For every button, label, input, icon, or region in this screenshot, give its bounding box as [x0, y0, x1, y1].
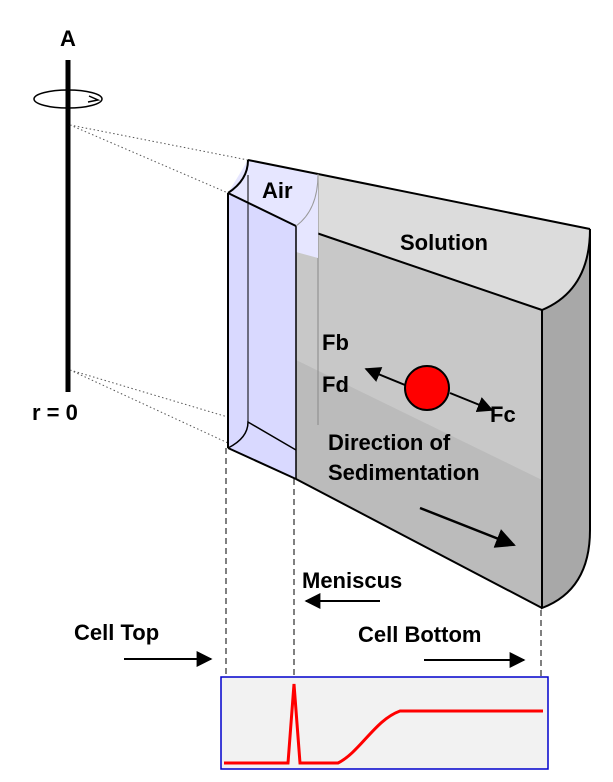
plot-frame	[220, 676, 549, 770]
centrifugal-force-arrow	[449, 392, 494, 413]
meniscus-label: Meniscus	[302, 568, 402, 593]
axis-label: A	[60, 26, 76, 51]
concentration-profile-plot	[220, 676, 549, 770]
drag-force-label: Fd	[322, 372, 349, 397]
air-label: Air	[262, 178, 293, 203]
sedimentation-direction-arrow	[419, 506, 516, 548]
cell-top-label: Cell Top	[74, 620, 159, 645]
direction-label-line1: Direction of	[328, 430, 451, 455]
centrifugal-force-label: Fc	[490, 402, 516, 427]
particle-icon	[404, 365, 450, 411]
solution-region	[295, 173, 591, 610]
buoyant-force-label: Fb	[322, 330, 349, 355]
guide-lines	[225, 448, 542, 676]
solution-label: Solution	[400, 230, 488, 255]
rotation-arrow-icon	[33, 89, 103, 109]
radius-zero-label: r = 0	[32, 400, 78, 425]
direction-label-line2: Sedimentation	[328, 460, 480, 485]
concentration-trace	[224, 683, 543, 765]
air-region	[227, 159, 319, 480]
cell-bottom-label: Cell Bottom	[358, 622, 481, 647]
drag-force-arrow	[364, 367, 406, 386]
